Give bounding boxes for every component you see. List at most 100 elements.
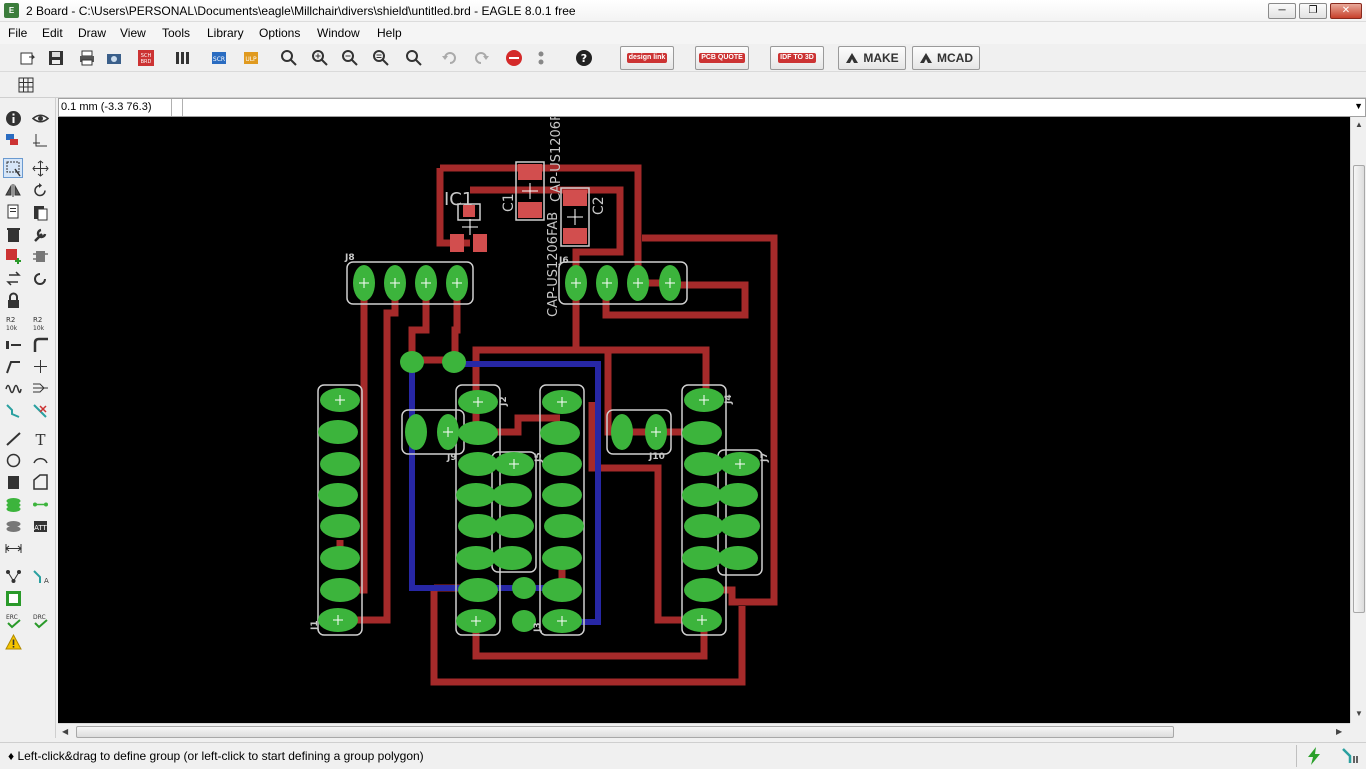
circle-icon[interactable] xyxy=(3,450,23,470)
print-icon[interactable] xyxy=(77,48,97,68)
dimension-icon[interactable] xyxy=(3,538,23,558)
paste-icon[interactable] xyxy=(30,202,50,222)
save-icon[interactable] xyxy=(46,48,66,68)
lock-icon[interactable] xyxy=(3,290,23,310)
board-svg[interactable]: IC1 C1 C2 CAP-US1206FAB CAP-US1206FAB J8… xyxy=(58,117,1350,723)
erc-icon[interactable]: ERC xyxy=(3,610,23,630)
split-icon[interactable] xyxy=(3,356,23,376)
zoom-redraw-icon[interactable] xyxy=(371,48,391,68)
signal-icon[interactable] xyxy=(30,494,50,514)
chevron-down-icon[interactable]: ▼ xyxy=(1354,101,1363,111)
route-icon[interactable] xyxy=(3,400,23,420)
go-icon[interactable] xyxy=(531,48,551,68)
open-icon[interactable] xyxy=(18,48,38,68)
vertical-scrollbar[interactable]: ▲ ▼ xyxy=(1350,117,1366,723)
ulp-icon[interactable]: ULP xyxy=(242,48,262,68)
script-icon[interactable]: SCR xyxy=(210,48,230,68)
menu-tools[interactable]: Tools xyxy=(162,26,191,40)
replace-icon[interactable] xyxy=(3,268,23,288)
command-input[interactable] xyxy=(187,100,1337,115)
copy-icon[interactable] xyxy=(3,202,23,222)
optimize-icon[interactable] xyxy=(30,356,50,376)
info-icon[interactable] xyxy=(3,108,23,128)
close-button[interactable]: ✕ xyxy=(1330,3,1362,19)
mcad-button[interactable]: MCAD xyxy=(912,46,980,70)
hole-icon[interactable] xyxy=(3,516,23,536)
menu-window[interactable]: Window xyxy=(317,26,360,40)
scroll-left-icon[interactable]: ◀ xyxy=(62,727,69,736)
grid-icon[interactable] xyxy=(16,75,36,95)
pad xyxy=(458,514,498,538)
miter-icon[interactable] xyxy=(30,334,50,354)
polygon-icon[interactable] xyxy=(30,472,50,492)
warning-icon[interactable] xyxy=(3,632,23,652)
stop-icon[interactable] xyxy=(504,48,524,68)
minimize-button[interactable]: ─ xyxy=(1268,3,1296,19)
pad xyxy=(542,578,582,602)
pad xyxy=(682,421,722,445)
trace xyxy=(430,588,746,686)
ripup-icon[interactable] xyxy=(30,400,50,420)
group-icon[interactable] xyxy=(3,158,23,178)
board-outline-icon[interactable] xyxy=(3,588,23,608)
drc-icon[interactable]: DRC xyxy=(30,610,50,630)
menu-options[interactable]: Options xyxy=(259,26,301,40)
scroll-down-icon[interactable]: ▼ xyxy=(1355,709,1363,718)
mirror-icon[interactable] xyxy=(3,180,23,200)
board-canvas[interactable]: IC1 C1 C2 CAP-US1206FAB CAP-US1206FAB J8… xyxy=(58,117,1350,723)
vertical-scroll-thumb[interactable] xyxy=(1353,165,1365,613)
design-link-button[interactable]: design link xyxy=(620,46,674,70)
autorouter-icon[interactable]: A xyxy=(30,566,50,586)
lightning-icon[interactable] xyxy=(1304,746,1324,766)
ic1-pad xyxy=(463,205,475,217)
rotate-icon[interactable] xyxy=(30,180,50,200)
smash-icon[interactable] xyxy=(3,334,23,354)
make-button[interactable]: MAKE xyxy=(838,46,906,70)
library-icon[interactable] xyxy=(173,48,193,68)
wire-icon[interactable] xyxy=(3,428,23,448)
menu-file[interactable]: File xyxy=(8,26,28,40)
cam-icon[interactable] xyxy=(104,48,124,68)
menu-draw[interactable]: Draw xyxy=(78,26,107,40)
ratsnest-icon[interactable] xyxy=(3,566,23,586)
wrench-icon[interactable] xyxy=(30,224,50,244)
via-icon[interactable] xyxy=(3,494,23,514)
zoom-out-icon[interactable] xyxy=(340,48,360,68)
menu-help[interactable]: Help xyxy=(377,26,402,40)
undo-icon[interactable] xyxy=(440,48,460,68)
drill-marks xyxy=(333,278,745,626)
zoom-in-icon[interactable] xyxy=(310,48,330,68)
menu-view[interactable]: View xyxy=(120,26,146,40)
redo-icon[interactable] xyxy=(471,48,491,68)
horizontal-scroll-thumb[interactable] xyxy=(76,726,1174,738)
maximize-button[interactable]: ❐ xyxy=(1299,3,1327,19)
zoom-fit-icon[interactable] xyxy=(279,48,299,68)
arc-icon[interactable] xyxy=(30,450,50,470)
horizontal-scrollbar[interactable]: ◀ ▶ xyxy=(58,723,1350,739)
pcb-quote-button[interactable]: PCB QUOTE xyxy=(695,46,749,70)
menu-edit[interactable]: Edit xyxy=(42,26,63,40)
pinswap-icon[interactable] xyxy=(30,246,50,266)
idf-to-3d-button[interactable]: IDF TO 3D xyxy=(770,46,824,70)
delete-icon[interactable] xyxy=(3,224,23,244)
zoom-select-icon[interactable] xyxy=(404,48,424,68)
scroll-up-icon[interactable]: ▲ xyxy=(1355,120,1363,129)
attribute-icon[interactable]: ATT xyxy=(30,516,50,536)
move-icon[interactable] xyxy=(30,158,50,178)
lock-rotate-icon[interactable] xyxy=(30,268,50,288)
text-icon[interactable]: T xyxy=(30,428,50,448)
help-icon[interactable]: ? xyxy=(574,48,594,68)
eye-icon[interactable] xyxy=(30,108,50,128)
menu-library[interactable]: Library xyxy=(207,26,244,40)
route-multi-icon[interactable] xyxy=(30,378,50,398)
scroll-right-icon[interactable]: ▶ xyxy=(1336,727,1343,736)
meander-icon[interactable] xyxy=(3,378,23,398)
rectangle-icon[interactable] xyxy=(3,472,23,492)
route-status-icon[interactable] xyxy=(1340,746,1360,766)
mark-icon[interactable] xyxy=(30,130,50,150)
layers-icon[interactable] xyxy=(3,130,23,150)
add-part-icon[interactable] xyxy=(3,246,23,266)
